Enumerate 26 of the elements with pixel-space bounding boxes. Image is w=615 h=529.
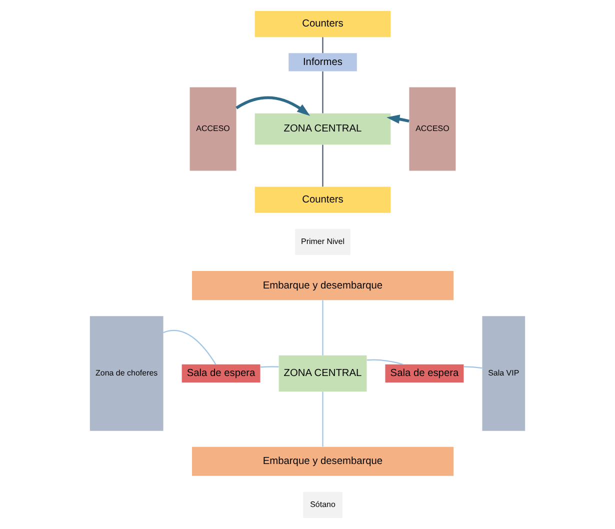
arrow [386,114,410,124]
connector [322,71,324,114]
node-box: Counters [254,186,391,213]
node-box: ACCESO [190,87,236,171]
connector [464,366,482,369]
connector [322,144,324,187]
connector [322,392,324,447]
connector [366,359,404,365]
node-box: Sala VIP [482,316,526,431]
label: Primer Nivel [301,237,344,246]
node-box: ZONA CENTRAL [278,355,367,392]
connector [163,330,216,365]
node-box: Embarque y desembarque [192,271,454,300]
node-box: Counters [254,10,391,38]
connector [322,37,324,54]
node-box: Sala de espera [182,364,260,383]
node-box: ZONA CENTRAL [254,113,391,145]
connector [260,366,279,368]
arrow [236,96,310,116]
node-box: Zona de choferes [90,316,164,431]
node-box: ACCESO [409,87,456,171]
connector [322,300,324,356]
node-box: Sala de espera [385,364,464,383]
node-box: Embarque y desembarque [192,446,454,476]
node-box: Informes [288,53,357,72]
label: Sótano [310,500,336,510]
